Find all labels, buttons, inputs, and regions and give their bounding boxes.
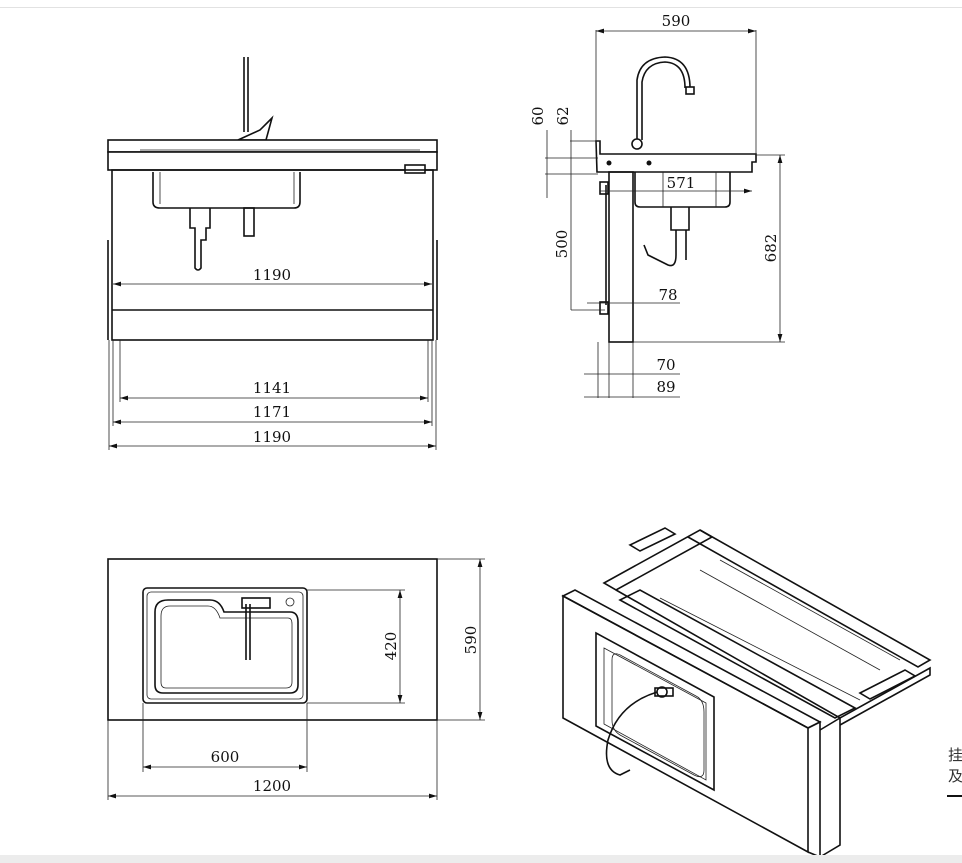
faucet-handle [237, 115, 274, 141]
dim-78: 78 [658, 286, 677, 304]
side-drain [643, 207, 690, 267]
top-sink-outline [142, 587, 308, 704]
dim-1190: 1190 [253, 428, 291, 446]
bottom-scrollbar-edge[interactable] [0, 855, 962, 863]
dim-1141: 1141 [253, 379, 291, 397]
iso-panel-top [561, 589, 822, 729]
dim-60: 60 [529, 106, 547, 125]
side-sink-basin [634, 172, 731, 208]
dim-1200: 1200 [253, 777, 291, 795]
note-line-2: 及 [948, 767, 962, 785]
iso-rail-left [602, 529, 714, 591]
note-line-1: 挂 [948, 746, 962, 764]
control-box [404, 164, 426, 174]
rear-panel [608, 171, 634, 343]
side-countertop [595, 140, 757, 173]
top-toolbar-edge [0, 0, 962, 8]
cabinet-panel [111, 169, 434, 341]
dim-590-top: 590 [462, 626, 480, 655]
iso-faucet-hose [605, 689, 666, 776]
iso-rail-back [687, 529, 932, 668]
dim-inner-width: 1190 [253, 266, 291, 284]
dim-70: 70 [656, 356, 675, 374]
iso-sink-window [595, 631, 715, 792]
dim-590-side: 590 [662, 12, 691, 30]
isometric-view [561, 527, 932, 859]
dim-500: 500 [553, 230, 571, 259]
dim-600: 600 [211, 748, 240, 766]
dim-1171: 1171 [253, 403, 291, 421]
top-countertop-outline [107, 558, 438, 721]
side-view: 590 60 62 571 500 682 78 70 89 [529, 12, 785, 398]
side-note: 挂 及 [947, 746, 962, 797]
sink-basin [152, 172, 301, 209]
drain-pipe [189, 208, 211, 271]
faucet-gooseneck [636, 56, 691, 140]
top-view: 420 590 600 1200 [107, 558, 485, 800]
front-view: 1190 1141 1171 1190 [107, 57, 438, 450]
dim-682: 682 [762, 234, 780, 263]
dim-89: 89 [656, 378, 675, 396]
dim-571: 571 [667, 174, 696, 192]
top-bowl [154, 599, 299, 694]
dim-62: 62 [554, 106, 572, 125]
dim-420: 420 [382, 632, 400, 661]
